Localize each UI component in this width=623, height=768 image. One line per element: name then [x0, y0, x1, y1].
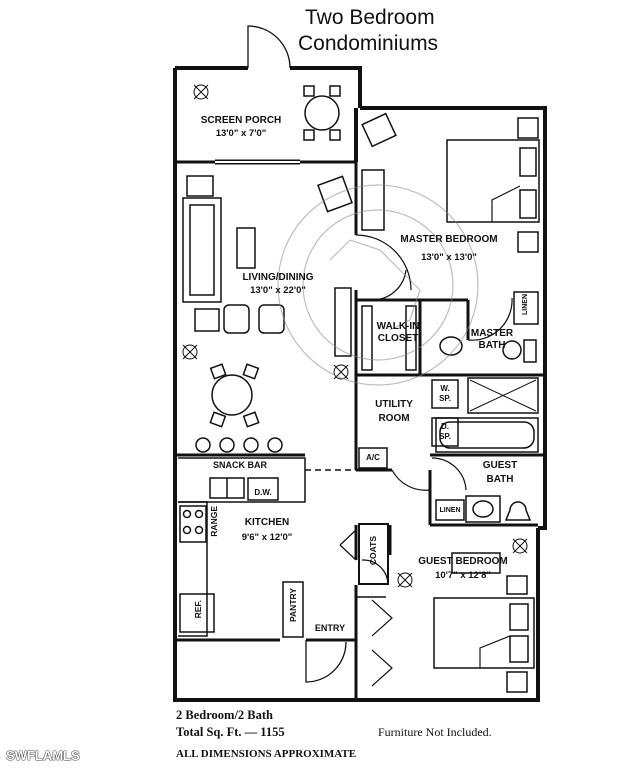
guest-nightstand-bottom: [506, 671, 528, 693]
snack-bar-counter: [178, 457, 306, 503]
plan-title-line2: Condominiums: [298, 32, 439, 55]
entry-door: [305, 640, 347, 683]
range-label: RANGE: [209, 506, 219, 537]
coats-label: COATS: [368, 536, 378, 566]
kitchen-left-counter: [178, 501, 208, 637]
porch-table: [303, 85, 341, 141]
mls-watermark: SWFLAMLS: [6, 748, 80, 763]
closet-shelf-right: [405, 305, 417, 371]
living-dining-dims: 13'0" x 22'0": [250, 285, 306, 296]
sofa: [182, 197, 222, 303]
guest-bedroom-label: GUEST BEDROOM: [418, 556, 508, 567]
master-linen: [513, 291, 539, 325]
ref-label: REF.: [193, 600, 203, 619]
washer-space: [431, 379, 459, 409]
guest-bedroom-dims: 10'7" x 12'8": [435, 570, 491, 581]
master-bedroom-label: MASTER BEDROOM: [400, 234, 498, 245]
porch-door: [247, 25, 291, 69]
footer-bed-bath: 2 Bedroom/2 Bath: [176, 708, 273, 722]
guest-bath-door: [431, 457, 467, 491]
dryer-line2: SP.: [439, 432, 451, 441]
screen-porch-label: SCREEN PORCH: [200, 115, 282, 126]
range-unit: [179, 505, 207, 543]
master-sink: [439, 336, 463, 356]
screen-porch-dims: 13'0" x 7'0": [215, 128, 267, 139]
utility-room-line1: UTILITY: [375, 399, 413, 410]
tv-console: [334, 287, 352, 357]
interior-walls: [175, 162, 545, 700]
guest-toilet: [504, 501, 532, 521]
living-cabinet: [317, 175, 353, 213]
snack-bar-label: SNACK BAR: [213, 460, 267, 470]
ac-unit: [358, 447, 388, 469]
coats-closet: [358, 523, 389, 585]
guest-bath-line2: BATH: [486, 474, 514, 485]
footer-sqft: Total Sq. Ft. — 1155: [176, 725, 285, 739]
side-table-top: [186, 175, 214, 197]
armchair-2: [258, 304, 285, 334]
guest-closet-doors: [371, 599, 393, 687]
guest-bed: [433, 597, 535, 669]
master-linen-label: LINEN: [522, 294, 529, 315]
utility-door: [391, 469, 431, 491]
dryer-line1: D.: [441, 422, 449, 431]
coffee-table: [236, 227, 256, 269]
dishwasher: [247, 477, 279, 501]
plan-title-line1: Two Bedroom: [305, 6, 435, 29]
guest-nightstand-top: [506, 575, 528, 595]
guest-dresser: [451, 552, 501, 574]
master-bed: [446, 139, 540, 223]
master-bath-line1: MASTER: [470, 328, 514, 339]
kitchen-label: KITCHEN: [244, 517, 290, 528]
walk-in-closet-line1: WALK-IN: [376, 321, 420, 332]
washer-line1: W.: [440, 384, 450, 393]
master-bedroom-dims: 13'0" x 13'0": [421, 252, 477, 263]
master-nightstand-top: [517, 117, 539, 139]
ac-label: A/C: [366, 453, 380, 462]
plant-icons: [182, 84, 528, 588]
county-seal: [277, 184, 479, 386]
bar-stools: [195, 437, 283, 453]
footer-furniture-note: Furniture Not Included.: [378, 725, 492, 739]
armchair-1: [223, 304, 250, 334]
guest-linen-label: LINEN: [439, 507, 461, 514]
refrigerator: [179, 593, 215, 633]
utility-room-line2: ROOM: [378, 413, 410, 424]
washer-line2: SP.: [439, 394, 451, 403]
pantry-label: PANTRY: [288, 588, 298, 622]
master-tub: [467, 377, 539, 414]
guest-bath-line1: GUEST: [482, 460, 518, 471]
pantry: [282, 581, 304, 638]
master-nightstand-bottom: [517, 231, 539, 253]
side-table-bottom: [194, 308, 220, 332]
guest-tub: [435, 417, 539, 453]
master-bath-line2: BATH: [478, 340, 506, 351]
master-dresser: [361, 169, 385, 231]
exterior-walls: [173, 66, 547, 702]
guest-vanity: [465, 495, 501, 523]
dishwasher-label: D.W.: [254, 488, 272, 497]
closet-shelf-left: [361, 305, 373, 371]
living-dining-label: LIVING/DINING: [242, 272, 314, 283]
dining-table: [209, 363, 260, 428]
entry-label: ENTRY: [314, 623, 346, 633]
footer-approx: ALL DIMENSIONS APPROXIMATE: [176, 748, 357, 760]
kitchen-dims: 9'6" x 12'0": [241, 532, 293, 543]
master-toilet: [502, 340, 522, 360]
walk-in-closet-line2: CLOSET: [377, 333, 419, 344]
guest-linen: [435, 499, 465, 521]
master-chair: [361, 112, 397, 148]
